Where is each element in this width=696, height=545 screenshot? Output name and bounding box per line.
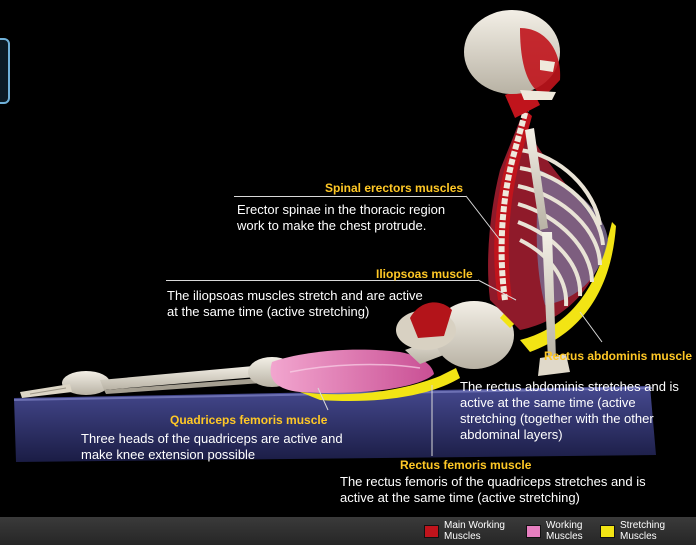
spinal-erectors-title: Spinal erectors muscles — [325, 181, 464, 195]
rectus-femoris-title: Rectus femoris muscle — [400, 458, 532, 472]
legend-item-working: Working Muscles — [526, 520, 596, 542]
iliopsoas-text: The iliopsoas muscles stretch and are ac… — [167, 288, 423, 319]
rectus-abdominis-muscle — [520, 222, 616, 352]
main-working-swatch — [424, 524, 439, 538]
rectus-femoris-text: The rectus femoris of the quadriceps str… — [340, 474, 646, 505]
iliopsoas-title: Iliopsoas muscle — [376, 267, 473, 281]
rectus-femoris-muscle — [300, 368, 460, 402]
stretching-swatch — [600, 524, 615, 538]
arm-skeleton — [525, 128, 570, 376]
spinal-erectors-text: Erector spinae in the thoracic region wo… — [237, 202, 446, 233]
yoga-mat — [14, 386, 656, 462]
quadriceps-muscle — [270, 349, 434, 394]
spine — [498, 94, 533, 301]
pelvis-bone — [434, 301, 514, 369]
foot-skeleton — [20, 371, 110, 398]
legend-item-stretching: Stretching Muscles — [600, 520, 680, 542]
spinal-erectors-leader — [234, 196, 466, 197]
quadriceps-text: Three heads of the quadriceps are active… — [81, 431, 343, 462]
iliopsoas-leader — [166, 280, 478, 281]
working-swatch — [526, 524, 541, 538]
side-panel-tab[interactable] — [0, 38, 10, 104]
legend-label: Working Muscles — [546, 520, 583, 542]
quadriceps-title: Quadriceps femoris muscle — [170, 413, 328, 427]
legend-bar: Main Working Muscles Working Muscles Str… — [0, 517, 696, 545]
rectus-abdominis-text: The rectus abdominis stretches and is ac… — [460, 379, 679, 442]
legend-label: Stretching Muscles — [620, 520, 666, 542]
rectus-abdominis-title: Rectus abdominis muscle — [544, 349, 693, 363]
legend-label: Main Working Muscles — [444, 520, 505, 542]
legend-item-main-working: Main Working Muscles — [424, 520, 514, 542]
spinal-erectors-muscle — [494, 110, 532, 300]
